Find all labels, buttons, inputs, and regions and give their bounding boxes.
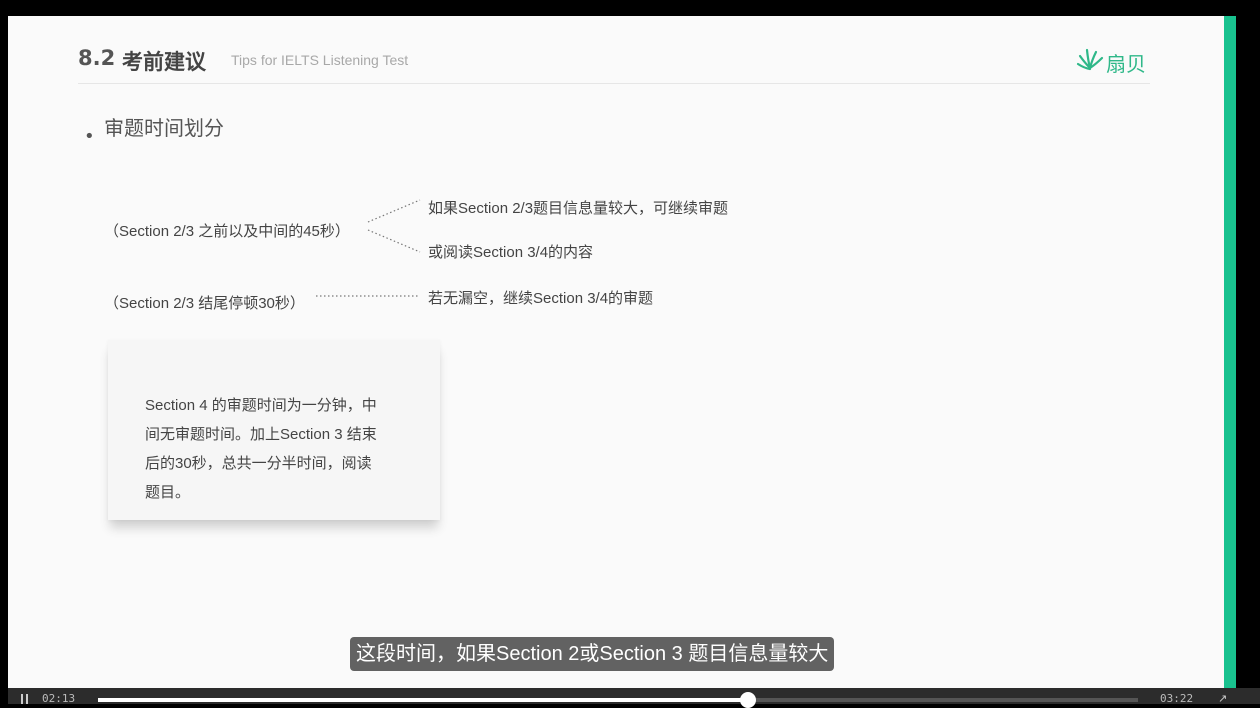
note-line: 题目。 [145, 484, 191, 501]
progress-scrubber[interactable] [740, 692, 756, 708]
title-number: 8.2 [78, 46, 116, 70]
title-text: 考前建议 [122, 50, 206, 74]
fullscreen-icon[interactable]: ↗ [1218, 692, 1228, 705]
slide-accent-bar [1224, 16, 1236, 688]
player-controls: 02:13 03:22 ↗ [8, 688, 1260, 708]
note-line: Section 4 的审题时间为一分钟，中 [145, 397, 377, 414]
row2-option: 若无漏空，继续Section 3/4的审题 [428, 290, 654, 307]
bullet-heading: 审题时间划分 [104, 116, 224, 140]
note-line: 后的30秒，总共一分半时间，阅读 [145, 455, 372, 472]
current-time: 02:13 [42, 692, 76, 705]
note-card: Section 4 的审题时间为一分钟，中 间无审题时间。加上Section 3… [108, 340, 440, 520]
row1-option-b: 或阅读Section 3/4的内容 [428, 244, 594, 261]
video-top-bar [0, 0, 1260, 16]
title-subtitle: Tips for IELTS Listening Test [231, 52, 409, 68]
progress-fill [98, 698, 748, 702]
video-right-edge [1236, 16, 1260, 688]
note-line: 间无审题时间。加上Section 3 结束 [145, 426, 377, 443]
video-caption: 这段时间，如果Section 2或Section 3 题目信息量较大 [350, 637, 835, 671]
total-time: 03:22 [1160, 692, 1194, 705]
progress-track[interactable] [98, 698, 1138, 702]
shanbay-logo: 扇贝 [1074, 46, 1164, 78]
row2-label: （Section 2/3 结尾停顿30秒） [104, 295, 305, 312]
logo-text: 扇贝 [1106, 52, 1146, 76]
title-divider [78, 83, 1150, 84]
row1-option-a: 如果Section 2/3题目信息量较大，可继续审题 [428, 200, 729, 217]
pause-icon[interactable] [21, 694, 29, 704]
row1-label: （Section 2/3 之前以及中间的45秒） [104, 223, 350, 240]
bullet-dot: • [84, 126, 95, 147]
shanbay-leaf-icon [1076, 48, 1104, 71]
